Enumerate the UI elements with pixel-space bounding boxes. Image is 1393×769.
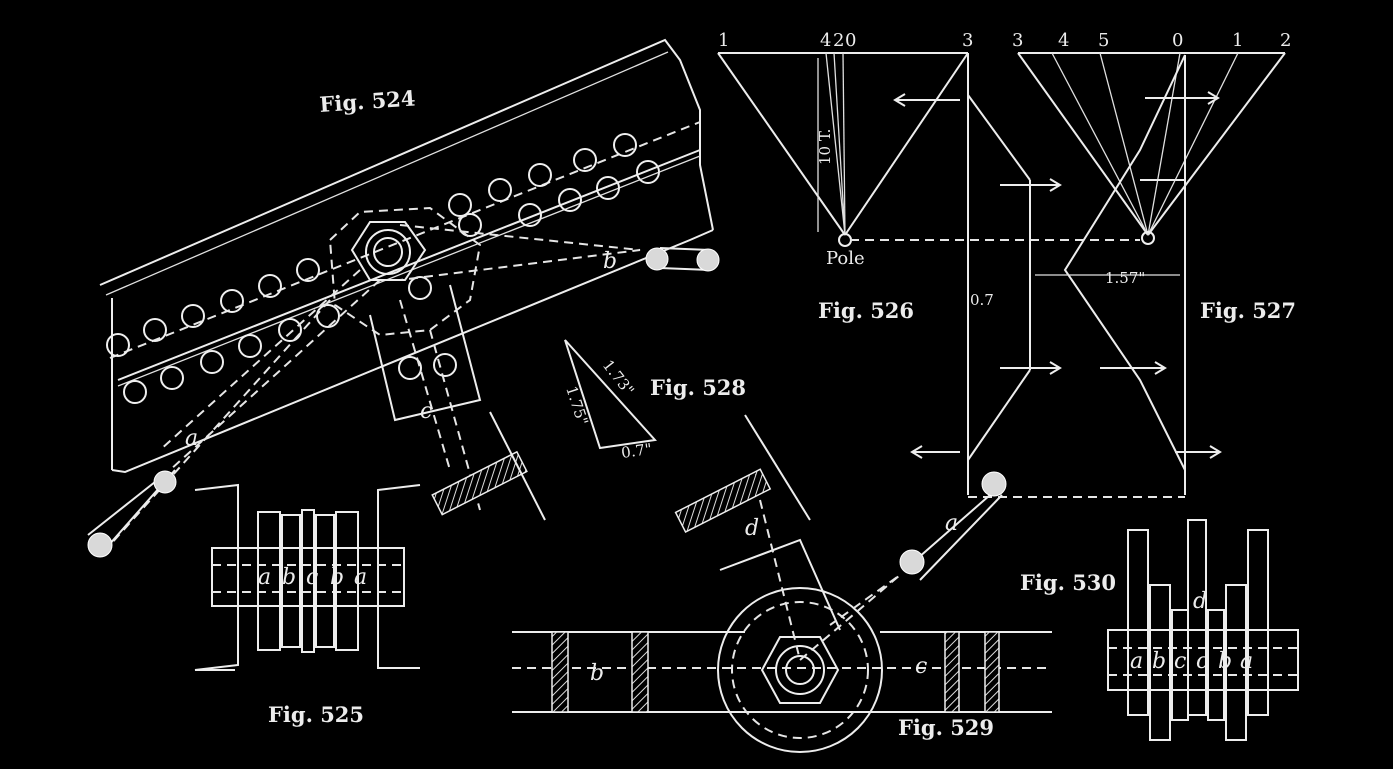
fig-527-force-polygon: 3 4 5 0 1 2 Fig. 527 [1012,30,1296,323]
fig-529-label-d: d [745,516,759,541]
fig-527-caption: Fig. 527 [1200,298,1296,323]
rivet-hole-11 [123,380,147,404]
moment-diagram: 0.7 1.57" [893,53,1222,498]
fig-524-pin-a2 [153,470,177,494]
fig-524-pin-b [645,247,669,271]
fig-524-pin-a [87,532,113,558]
fig-529-label-c: c [915,654,927,679]
fig-526-top-4: 3 [962,30,973,51]
rivet-hole-14 [238,334,262,358]
fig-527-top-2: 5 [1098,30,1109,51]
fig-525-label-2: c [306,565,318,590]
rivet-hole-2 [181,304,205,328]
fig-530-label-3: c [1196,649,1208,674]
fig-528-side-3: 0.7" [620,440,653,462]
fig-527-top-1: 4 [1058,30,1069,51]
fig-524-label-a: a [185,426,198,451]
rivet-hole-7 [488,178,512,202]
rivet-hole-20 [458,213,482,237]
rivet-hole-6 [448,193,472,217]
fig-526-pole: Pole [826,248,865,269]
rivet-hole-5 [296,258,320,282]
fig-526-top-3: 0 [845,30,856,51]
fig-530-label-4: b [1218,649,1232,674]
dim-0-7: 0.7 [970,291,994,309]
fig-529-joint: b c d a Fig. 529 [512,414,1052,753]
fig-525-label-0: a [258,565,271,590]
fig-525-label-1: b [282,565,296,590]
fig-527-top-0: 3 [1012,30,1023,51]
fig-526-top-0: 1 [718,30,729,51]
rivet-hole-22 [558,188,582,212]
rivet-hole-18 [433,353,457,377]
fig-529-label-b: b [590,661,604,686]
fig-526-caption: Fig. 526 [818,298,914,323]
fig-524-truss-joint: a b c Fig. 524 [87,38,720,558]
fig-527-top-5: 2 [1280,30,1291,51]
rivet-hole-10 [613,133,637,157]
fig-529-caption: Fig. 529 [898,715,994,740]
rivet-hole-23 [596,176,620,200]
fig-525-caption: Fig. 525 [268,702,364,727]
rivet-hole-13 [200,350,224,374]
fig-524-label-b: b [603,249,617,274]
rivet-hole-0 [106,333,130,357]
fig-530-label-1: b [1152,649,1166,674]
rivet-hole-15 [278,318,302,342]
fig-526-top-1: 4 [820,30,831,51]
fig-526-load: 10 T. [816,129,834,165]
rivet-hole-21 [518,203,542,227]
fig-528-side-1: 1.73" [599,356,638,399]
fig-530-label-2: c [1174,649,1186,674]
fig-529-label-a: a [945,511,958,536]
fig-527-top-4: 1 [1232,30,1243,51]
fig-528-side-2: 1.75" [562,384,592,428]
fig-530-label-d: d [1193,589,1207,614]
fig-528-triangle: 1.73" 1.75" 0.7" Fig. 528 [562,339,746,462]
fig-528-caption: Fig. 528 [650,375,746,400]
rivet-hole-3 [220,289,244,313]
rivet-hole-19 [398,356,422,380]
rivet-hole-24 [636,160,660,184]
fig-524-rivet-holes [106,133,660,404]
fig-529-pin-2 [981,471,1007,497]
fig-524-pin-b2 [696,248,720,272]
fig-530-caption: Fig. 530 [1020,570,1116,595]
fig-527-top-3: 0 [1172,30,1183,51]
fig-524-caption: Fig. 524 [319,85,417,117]
rivet-hole-8 [528,163,552,187]
rivet-hole-9 [573,148,597,172]
fig-524-label-c: c [420,399,432,424]
moment-arrows [893,91,1222,459]
rivet-hole-12 [160,366,184,390]
rivet-hole-1 [143,318,167,342]
rivet-hole-17 [408,276,432,300]
fig-530-label-5: a [1240,649,1253,674]
fig-527-top-labels: 3 4 5 0 1 2 [1012,30,1291,51]
fig-529-pin [899,549,925,575]
fig-526-top-2: 2 [833,30,844,51]
dim-1-57: 1.57" [1105,269,1145,287]
rivet-hole-16 [316,304,340,328]
fig-530-label-0: a [1130,649,1143,674]
fig-525-label-4: a [354,565,367,590]
fig-525-label-3: b [330,565,344,590]
rivet-hole-4 [258,274,282,298]
